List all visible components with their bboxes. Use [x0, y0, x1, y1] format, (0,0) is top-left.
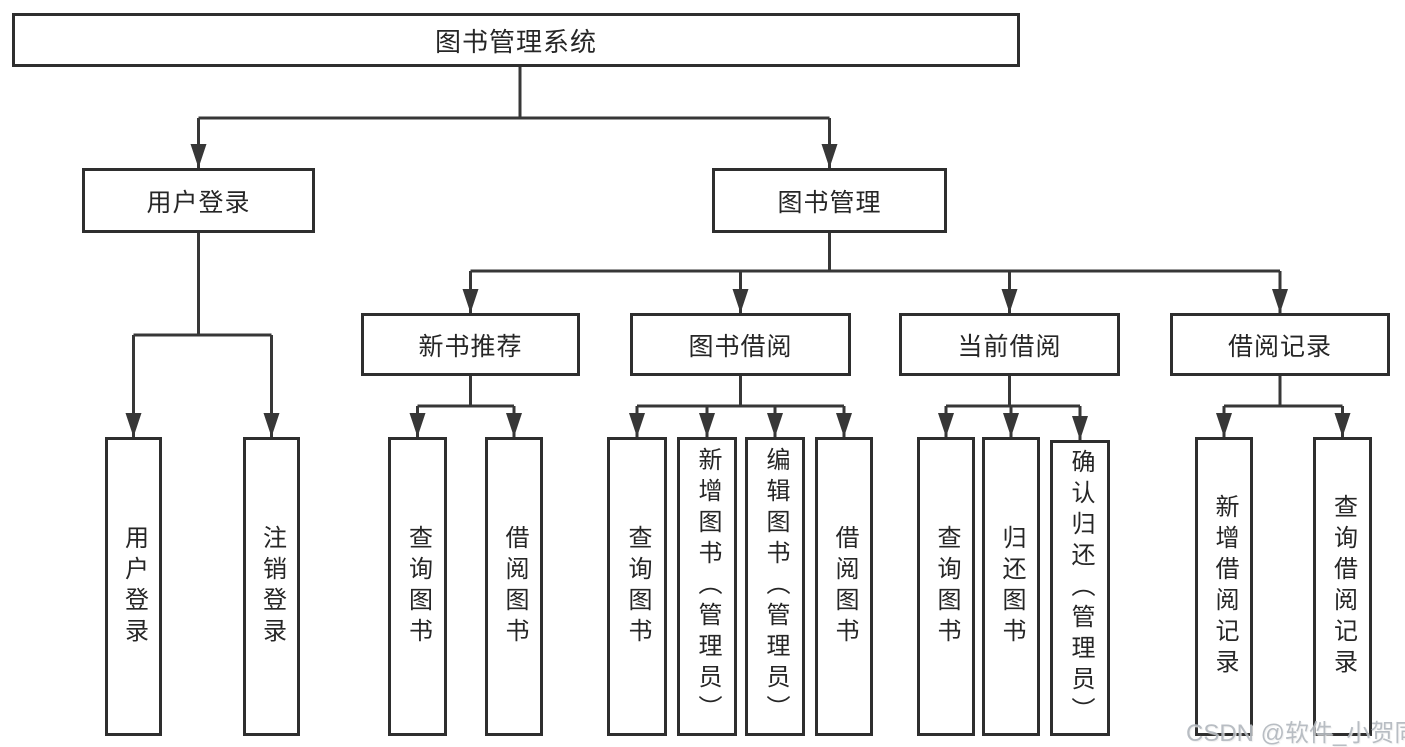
- leaf-confirm-return-admin: 确认归还（管理员）: [1050, 440, 1110, 736]
- node-label: 新书推荐: [418, 332, 523, 361]
- node-label: 编辑图书（管理员）: [762, 447, 789, 726]
- leaf-query-books-current: 查询图书: [917, 437, 975, 736]
- node-label: 用户登录: [120, 524, 148, 649]
- leaf-borrow-books-recommend: 借阅图书: [485, 437, 543, 736]
- leaf-logout: 注销登录: [243, 437, 300, 736]
- leaf-query-books-recommend: 查询图书: [388, 437, 447, 736]
- node-label: 图书管理: [777, 188, 882, 217]
- node-library-management-system: 图书管理系统: [12, 13, 1020, 67]
- leaf-return-books: 归还图书: [982, 437, 1040, 736]
- leaf-query-books-borrowing: 查询图书: [607, 437, 667, 736]
- node-label: 确认归还（管理员）: [1067, 448, 1094, 728]
- node-label: 用户登录: [146, 188, 251, 217]
- node-label: 图书借阅: [688, 332, 793, 361]
- node-label: 归还图书: [998, 524, 1025, 649]
- node-label: 借阅记录: [1227, 332, 1332, 361]
- leaf-user-login: 用户登录: [105, 437, 162, 736]
- node-label: 新增图书（管理员）: [694, 447, 721, 726]
- node-label: 借阅图书: [501, 524, 528, 649]
- node-label: 查询图书: [933, 524, 960, 649]
- node-label: 图书管理系统: [434, 26, 597, 57]
- csdn-watermark: CSDN @软件_小贺同学: [1186, 720, 1405, 747]
- leaf-add-borrowing-record: 新增借阅记录: [1195, 437, 1253, 736]
- node-label: 查询图书: [404, 524, 432, 649]
- node-label: 注销登录: [258, 524, 286, 649]
- leaf-query-borrowing-record: 查询借阅记录: [1313, 437, 1372, 736]
- node-book-management: 图书管理: [712, 168, 947, 233]
- leaf-borrow-books: 借阅图书: [815, 437, 873, 736]
- node-label: 借阅图书: [831, 524, 858, 649]
- node-book-borrowing: 图书借阅: [630, 313, 851, 376]
- node-label: 查询借阅记录: [1329, 493, 1357, 680]
- node-user-login: 用户登录: [82, 168, 315, 233]
- node-borrowing-records: 借阅记录: [1170, 313, 1390, 376]
- node-current-borrowing: 当前借阅: [899, 313, 1120, 376]
- node-label: 当前借阅: [957, 332, 1062, 361]
- leaf-add-books-admin: 新增图书（管理员）: [677, 437, 737, 736]
- node-label: 新增借阅记录: [1211, 493, 1238, 680]
- node-label: 查询图书: [624, 524, 651, 649]
- node-new-book-recommendation: 新书推荐: [361, 313, 580, 376]
- leaf-edit-books-admin: 编辑图书（管理员）: [745, 437, 805, 736]
